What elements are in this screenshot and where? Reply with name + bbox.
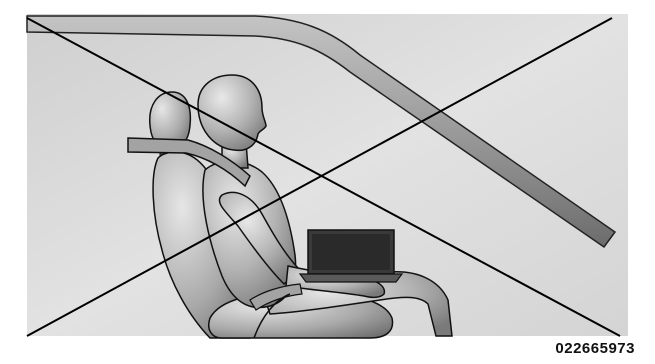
laptop-on-lap-icon	[300, 230, 402, 282]
figure-code-label: 022665973	[553, 340, 637, 357]
